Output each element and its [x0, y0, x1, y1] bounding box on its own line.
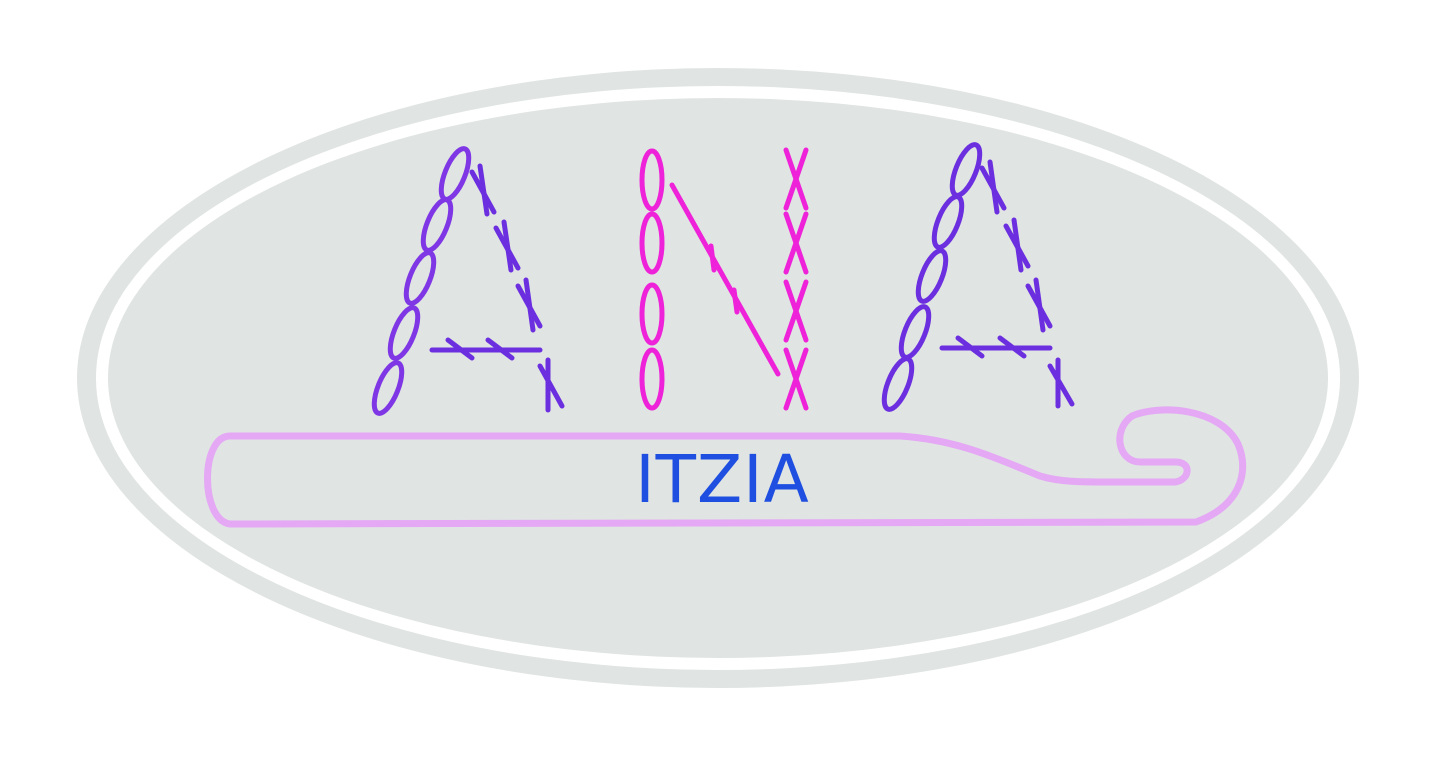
letter-a-right — [881, 142, 1075, 412]
oval-badge — [77, 68, 1359, 688]
subtitle-itzia: ITZIA — [635, 441, 810, 518]
chain-stitch-icon — [371, 146, 472, 416]
chain-stitch-icon — [881, 142, 983, 412]
letter-n — [639, 147, 809, 411]
crochet-hook-icon — [204, 406, 1247, 528]
single-crochet-stitch-icon — [783, 147, 809, 411]
single-crochet-stitch-icon — [429, 163, 565, 413]
letter-a-left — [371, 146, 565, 416]
single-crochet-stitch-icon — [939, 159, 1075, 409]
chain-stitch-icon — [639, 148, 665, 411]
